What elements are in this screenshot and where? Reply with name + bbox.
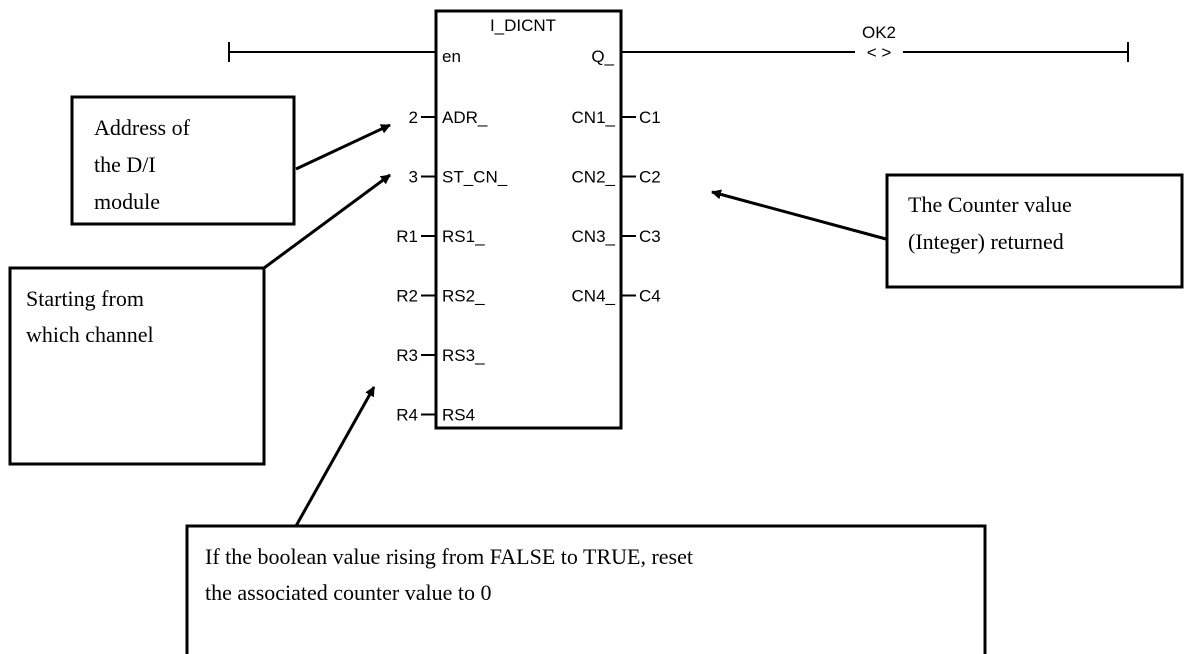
output-pin-label: CN1_: [572, 108, 616, 127]
arrow-counter: [711, 189, 887, 241]
input-value: 3: [409, 168, 418, 187]
output-value: C1: [639, 108, 661, 127]
en-pin-label: en: [442, 47, 461, 66]
callout-channel-box: [8, 266, 266, 466]
callout-counter-line-2: (Integer) returned: [908, 229, 1064, 254]
arrow-address: [295, 123, 391, 171]
input-value: R4: [396, 406, 418, 425]
input-pin-label: RS4: [442, 406, 475, 425]
callout-channel-line-1: Starting from: [26, 286, 144, 311]
callout-address-line-1: Address of: [94, 115, 191, 140]
callout-counter-text: The Counter value (Integer) returned: [908, 192, 1077, 254]
callout-address-line-3: module: [94, 189, 160, 214]
input-pin-label: RS2_: [442, 287, 485, 306]
q-pin-label: Q_: [591, 47, 614, 66]
input-value: R2: [396, 287, 418, 306]
callout-reset-line-2: the associated counter value to 0: [205, 580, 492, 605]
output-pin-label: CN4_: [572, 287, 616, 306]
arrow-reset: [294, 386, 376, 527]
function-block: [434, 9, 623, 430]
function-block-name: I_DICNT: [490, 16, 556, 35]
callout-reset-box: [185, 524, 987, 654]
input-value: 2: [409, 108, 418, 127]
input-value: R3: [396, 346, 418, 365]
output-pin-label: CN3_: [572, 227, 616, 246]
callout-reset-line-1: If the boolean value rising from FALSE t…: [205, 544, 693, 569]
callout-address-line-2: the D/I: [94, 152, 156, 177]
callout-reset-text: If the boolean value rising from FALSE t…: [205, 544, 698, 605]
input-pin-label: RS3_: [442, 346, 485, 365]
callout-counter-box: [885, 173, 1184, 289]
coil-label: OK2: [862, 23, 896, 42]
coil-symbol: < >: [867, 43, 892, 62]
output-value: C2: [639, 168, 661, 187]
arrow-channel: [263, 173, 391, 270]
output-value: C3: [639, 227, 661, 246]
input-pin-label: ADR_: [442, 108, 488, 127]
input-value: R1: [396, 227, 418, 246]
callout-address-box: [70, 95, 296, 226]
callout-counter-line-1: The Counter value: [908, 192, 1072, 217]
input-pin-label: ST_CN_: [442, 168, 508, 187]
callout-channel-text: Starting from which channel: [26, 286, 154, 347]
output-value: C4: [639, 287, 661, 306]
output-pin-label: CN2_: [572, 168, 616, 187]
input-pins: 2 ADR_ 3 ST_CN_ R1 RS1_ R2 RS2_ R3 RS3_ R4 RS4: [396, 108, 507, 425]
callout-address-text: Address of the D/I module: [94, 115, 195, 214]
callout-channel-line-2: which channel: [26, 322, 154, 347]
input-pin-label: RS1_: [442, 227, 485, 246]
